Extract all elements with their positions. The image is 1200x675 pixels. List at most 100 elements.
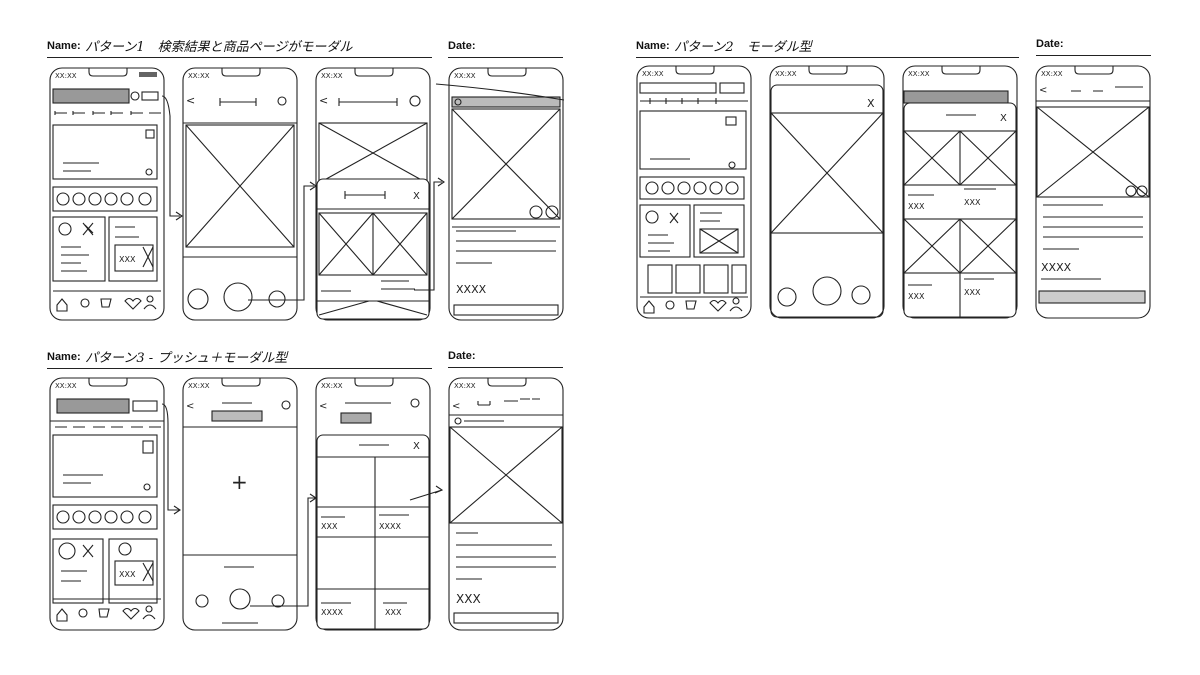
- back-button[interactable]: <: [319, 94, 328, 107]
- cart-icon[interactable]: [141, 91, 159, 101]
- status-time: XX:XX: [454, 382, 476, 390]
- account-icon[interactable]: [146, 295, 154, 303]
- pattern1-title: パターン1 検索結果と商品ページがモーダル: [85, 40, 353, 55]
- price-label: XXX: [908, 202, 925, 211]
- pattern3-name-header: Name: パターン3 - プッシュ＋モーダル型: [47, 349, 432, 369]
- zoom-button[interactable]: [1125, 185, 1137, 197]
- share-button[interactable]: [1136, 185, 1148, 197]
- account-icon[interactable]: [732, 297, 740, 305]
- product-thumb[interactable]: [647, 264, 673, 294]
- cart-icon[interactable]: [100, 298, 112, 308]
- heart-icon[interactable]: [709, 299, 727, 312]
- price-label: XXX: [385, 608, 402, 617]
- pattern3-date: Date:: [448, 348, 563, 368]
- p3-screen-product-page: XX:XX < XXX: [448, 377, 564, 631]
- camera-icon[interactable]: [132, 400, 158, 412]
- close-button[interactable]: X: [413, 191, 420, 202]
- cart-icon[interactable]: [685, 300, 697, 310]
- pattern1-date: Date:: [448, 38, 563, 58]
- product-thumb[interactable]: [731, 264, 747, 294]
- status-time: XX:XX: [321, 382, 343, 390]
- close-button[interactable]: X: [867, 97, 875, 110]
- price-label: XXX: [456, 592, 481, 606]
- product-card[interactable]: [639, 204, 691, 258]
- add-to-cart-button[interactable]: [453, 304, 559, 316]
- flow-arrow: [248, 185, 314, 301]
- bookmark-icon[interactable]: [145, 129, 155, 139]
- back-button[interactable]: <: [1039, 85, 1047, 96]
- back-button[interactable]: <: [186, 94, 195, 107]
- add-to-cart-button[interactable]: [453, 612, 559, 624]
- price-label: XXX: [321, 522, 338, 531]
- share-button[interactable]: [545, 205, 559, 219]
- status-time: XX:XX: [454, 72, 476, 80]
- thumbnail-button[interactable]: [187, 288, 209, 310]
- product-card[interactable]: [52, 538, 104, 604]
- name-label: Name:: [636, 40, 670, 52]
- search-bar[interactable]: [639, 82, 717, 94]
- p3-screen-home: XX:XX XXX: [49, 377, 165, 631]
- back-button[interactable]: <: [186, 401, 194, 412]
- date-label: Date:: [448, 40, 476, 52]
- product-card[interactable]: [108, 216, 158, 282]
- product-card[interactable]: [693, 204, 745, 258]
- status-time: XX:XX: [775, 70, 797, 78]
- search-bar[interactable]: [52, 88, 130, 104]
- back-button[interactable]: <: [319, 401, 327, 412]
- back-button[interactable]: <: [452, 401, 460, 412]
- focus-crosshair: +: [231, 470, 248, 494]
- cart-icon[interactable]: [98, 608, 110, 618]
- category-row: [52, 504, 158, 530]
- heart-icon[interactable]: [124, 297, 142, 310]
- banner[interactable]: [639, 110, 747, 170]
- shutter-button[interactable]: [812, 276, 842, 306]
- flow-arrow: [414, 181, 442, 291]
- banner[interactable]: [52, 434, 158, 498]
- thumbnail-button[interactable]: [777, 287, 797, 307]
- search-icon[interactable]: [665, 300, 675, 310]
- shutter-button[interactable]: [229, 588, 251, 610]
- thumbnail-button[interactable]: [195, 594, 209, 608]
- home-icon[interactable]: [643, 300, 655, 314]
- price-label: XXXX: [456, 283, 487, 296]
- camera-icon[interactable]: [719, 82, 745, 94]
- home-icon[interactable]: [56, 298, 68, 312]
- status-time: XX:XX: [55, 72, 77, 80]
- thumbnail-button[interactable]: [851, 285, 871, 305]
- category-row: [639, 176, 745, 200]
- pattern3-title: パターン3 - プッシュ＋モーダル型: [85, 351, 288, 366]
- search-bar[interactable]: [56, 398, 130, 414]
- close-button[interactable]: X: [413, 441, 420, 452]
- heart-icon[interactable]: [122, 607, 140, 620]
- flow-arrow: [250, 497, 316, 607]
- add-to-cart-button[interactable]: [1038, 290, 1146, 304]
- search-icon[interactable]: [80, 298, 90, 308]
- account-icon[interactable]: [145, 605, 153, 613]
- p1-screen-home: XX:XX XXX: [49, 67, 165, 321]
- p3-screen-camera: XX:XX < +: [182, 377, 298, 631]
- price-label: XXX: [964, 198, 981, 207]
- status-time: XX:XX: [321, 72, 343, 80]
- thumbnail-button[interactable]: [271, 594, 285, 608]
- status-time: XX:XX: [188, 72, 210, 80]
- banner[interactable]: [52, 124, 158, 180]
- product-thumb[interactable]: [703, 264, 729, 294]
- thumbnail-button[interactable]: [268, 290, 286, 308]
- home-icon[interactable]: [56, 608, 68, 622]
- price-label: XXX: [908, 292, 925, 301]
- date-label: Date:: [448, 350, 476, 362]
- search-icon[interactable]: [78, 608, 88, 618]
- date-label: Date:: [1036, 38, 1064, 50]
- status-time: XX:XX: [642, 70, 664, 78]
- pattern2-date: Date:: [1036, 36, 1151, 56]
- flow-arrow: [161, 95, 180, 217]
- product-thumb[interactable]: [675, 264, 701, 294]
- shutter-button[interactable]: [223, 282, 253, 312]
- zoom-button[interactable]: [529, 205, 543, 219]
- product-card[interactable]: [52, 216, 106, 282]
- pattern1-name-header: Name: パターン1 検索結果と商品ページがモーダル: [47, 38, 432, 58]
- close-button[interactable]: X: [1000, 113, 1007, 124]
- product-card[interactable]: [108, 538, 158, 604]
- camera-icon[interactable]: [130, 91, 140, 101]
